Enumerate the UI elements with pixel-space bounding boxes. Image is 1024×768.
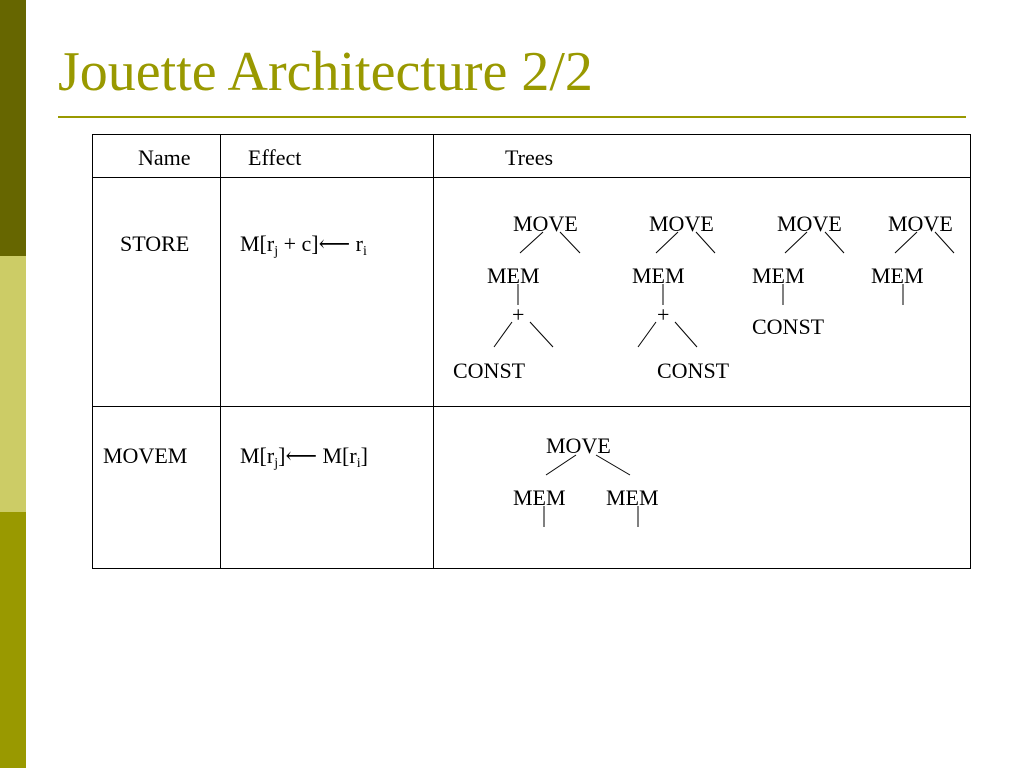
effect-rhs-prefix: M[r [316, 443, 357, 468]
column-divider-name-effect [220, 134, 221, 569]
effect-rhs-prefix: r [350, 231, 363, 256]
tree-node-move: MOVE [777, 211, 842, 236]
sidebar-decoration [0, 0, 26, 768]
tree-node-mem: MEM [752, 263, 805, 288]
assign-arrow-icon: ⟵ [318, 231, 351, 256]
tree-node-mem: MEM [632, 263, 685, 288]
effect-lhs-prefix: M[r [240, 443, 275, 468]
title-underline [58, 116, 966, 118]
row-store-name: STORE [120, 231, 190, 256]
header-trees: Trees [505, 145, 554, 170]
assign-arrow-icon: ⟵ [285, 443, 317, 468]
tree-node-plus: + [657, 302, 670, 327]
tree-node-mem: MEM [487, 263, 540, 288]
column-divider-effect-trees [433, 134, 434, 569]
tree-node-mem: MEM [871, 263, 924, 288]
tree-node-const: CONST [657, 358, 730, 383]
tree-node-plus: + [512, 302, 525, 327]
tree-node-move: MOVE [513, 211, 578, 236]
tree-node-move: MOVE [546, 433, 611, 458]
effect-rhs-suffix: ] [360, 443, 368, 468]
effect-lhs-suffix: ] [278, 443, 286, 468]
sidebar-block-light [0, 256, 26, 512]
header-effect: Effect [248, 145, 302, 170]
sidebar-block-mid [0, 512, 26, 768]
row-movem-name: MOVEM [103, 443, 188, 468]
row-divider [92, 406, 971, 407]
tree-node-move: MOVE [649, 211, 714, 236]
instruction-table [92, 134, 971, 569]
tree-node-const: CONST [453, 358, 526, 383]
header-name: Name [138, 145, 191, 170]
effect-lhs-sub: j [274, 244, 279, 259]
row-movem-effect: M[rj]⟵ M[ri] [240, 445, 368, 471]
effect-lhs-sub: j [274, 456, 279, 471]
sidebar-block-dark [0, 0, 26, 256]
header-divider [92, 177, 971, 178]
effect-lhs-suffix: + c] [278, 231, 319, 256]
effect-rhs-sub: i [356, 456, 361, 471]
tree-node-move: MOVE [888, 211, 953, 236]
effect-lhs-prefix: M[r [240, 231, 275, 256]
tree-node-const: CONST [752, 314, 825, 339]
effect-rhs-sub: i [362, 244, 367, 259]
tree-node-mem: MEM [606, 485, 659, 510]
row-store-effect: M[rj + c]⟵ ri [240, 233, 367, 259]
tree-node-mem: MEM [513, 485, 566, 510]
slide-title: Jouette Architecture 2/2 [58, 41, 593, 103]
